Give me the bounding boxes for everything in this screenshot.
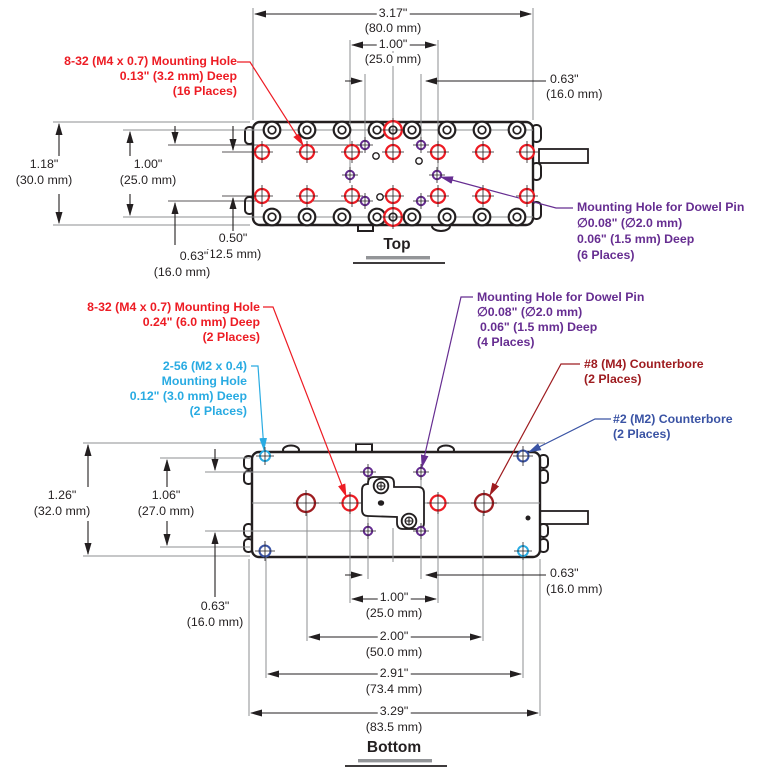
- dim-bottom-overall-inches: 3.29": [377, 704, 411, 718]
- dim-bottom-dowel-cols-inches: 0.63": [550, 566, 579, 580]
- callout-bottom-dowel-line4: (4 Places): [477, 335, 535, 349]
- callout-counterbore2-line1: #2 (M2) Counterbore: [613, 412, 733, 426]
- extension-lines: [53, 8, 545, 716]
- top-view-small-holes: [372, 152, 423, 201]
- callout-top-dowel-line2: ∅0.08" (∅2.0 mm): [577, 216, 683, 230]
- dim-top-red-rows-inches: 0.50": [216, 231, 250, 245]
- callout-bottom-dowel-line3: 0.06" (1.5 mm) Deep: [480, 320, 598, 334]
- retaining-screw-icon: [372, 477, 390, 495]
- callout-bottom-dowel-line1: Mounting Hole for Dowel Pin: [477, 290, 645, 304]
- dimension-lines: [55, 10, 546, 717]
- dim-top-dowel-mid-mm: (25.0 mm): [362, 52, 424, 66]
- dim-top-height-inches: 1.18": [27, 157, 61, 171]
- dim-bottom-height-inches: 1.26": [45, 488, 79, 502]
- callout-bottom-mounting-line1: 8-32 (M4 x 0.7) Mounting Hole: [87, 300, 260, 314]
- callout-top-mounting-line1: 8-32 (M4 x 0.7) Mounting Hole: [64, 54, 237, 68]
- top-view-red-mounting-holes: [251, 118, 538, 229]
- dim-bottom-height-mm: (32.0 mm): [31, 504, 93, 518]
- bottom-view-red-mounting-holes: [339, 492, 449, 514]
- dim-top-dowel-rows-inches: 0.63": [177, 249, 211, 263]
- callout-bottom-dowel-line2: ∅0.08" (∅2.0 mm): [477, 305, 583, 319]
- dim-top-hole-rows-inches: 1.00": [131, 157, 165, 171]
- dim-bottom-corners-inches: 2.91": [377, 666, 411, 680]
- dim-top-overall-mm: (80.0 mm): [362, 21, 424, 35]
- bottom-view-counterbore8-holes: [293, 490, 497, 516]
- top-view-socket-holes: [262, 120, 527, 227]
- dim-bottom-dowel-cols-mm: (16.0 mm): [546, 582, 603, 596]
- callout-top-dowel-line3: 0.06" (1.5 mm) Deep: [577, 232, 695, 246]
- callout-counterbore8-line2: (2 Places): [584, 372, 642, 386]
- bottom-view-counterbore2-holes: [255, 446, 533, 561]
- dim-bottom-inner-height-inches: 1.06": [149, 488, 183, 502]
- bottom-view-tap256-holes: [256, 447, 532, 560]
- dim-bottom-dowel-rows-inches: 0.63": [198, 599, 232, 613]
- dim-top-height-mm: (30.0 mm): [13, 173, 75, 187]
- callout-bottom-tap256-line4: (2 Places): [189, 404, 247, 418]
- retaining-screw-icon: [400, 512, 418, 530]
- dim-bottom-corners-mm: (73.4 mm): [363, 682, 425, 696]
- view-label-underlines: [345, 256, 447, 767]
- top-view-dowel-holes: [342, 137, 445, 209]
- callout-bottom-tap256-line2: Mounting Hole: [161, 374, 247, 388]
- leader-lines: [237, 61, 611, 498]
- dim-bottom-dowel-rows-mm: (16.0 mm): [184, 615, 246, 629]
- dim-top-dowel-outer-inches: 0.63": [550, 72, 579, 86]
- dim-top-dowel-mid-inches: 1.00": [376, 37, 410, 51]
- callout-bottom-mounting-line2: 0.24" (6.0 mm) Deep: [142, 315, 260, 329]
- callout-top-mounting-line3: (16 Places): [172, 84, 237, 98]
- bottom-view-cutout: [361, 476, 531, 530]
- callout-top-dowel-line1: Mounting Hole for Dowel Pin: [577, 200, 745, 214]
- callout-bottom-tap256-line1: 2-56 (M2 x 0.4): [162, 359, 247, 373]
- dim-top-overall-inches: 3.17": [376, 6, 410, 20]
- callout-counterbore2-line2: (2 Places): [613, 427, 671, 441]
- dim-bottom-cbores-inches: 2.00": [377, 629, 411, 643]
- callout-top-mounting-line2: 0.13" (3.2 mm) Deep: [119, 69, 237, 83]
- dim-top-dowel-outer-mm: (16.0 mm): [546, 87, 603, 101]
- callout-bottom-tap256-line3: 0.12" (3.0 mm) Deep: [129, 389, 247, 403]
- dim-bottom-cbores-mm: (50.0 mm): [363, 645, 425, 659]
- dim-bottom-holes-inches: 1.00": [377, 590, 411, 604]
- small-pin-hole: [525, 515, 531, 521]
- dim-bottom-holes-mm: (25.0 mm): [363, 606, 425, 620]
- bottom-view-label: Bottom: [366, 739, 422, 756]
- dim-top-red-rows-mm: (12.5 mm): [202, 247, 264, 261]
- dim-bottom-overall-mm: (83.5 mm): [363, 720, 425, 734]
- callout-top-dowel-line4: (6 Places): [577, 248, 635, 262]
- callout-bottom-mounting-line3: (2 Places): [202, 330, 260, 344]
- dim-top-dowel-rows-mm: (16.0 mm): [151, 265, 213, 279]
- small-oval-hole: [377, 500, 385, 506]
- top-view-plate: [244, 120, 589, 232]
- dim-bottom-inner-height-mm: (27.0 mm): [135, 504, 197, 518]
- callout-counterbore8-line1: #8 (M4) Counterbore: [584, 357, 704, 371]
- bottom-view-dowel-holes: [360, 464, 429, 539]
- top-view-label: Top: [383, 236, 411, 253]
- dim-top-hole-rows-mm: (25.0 mm): [117, 173, 179, 187]
